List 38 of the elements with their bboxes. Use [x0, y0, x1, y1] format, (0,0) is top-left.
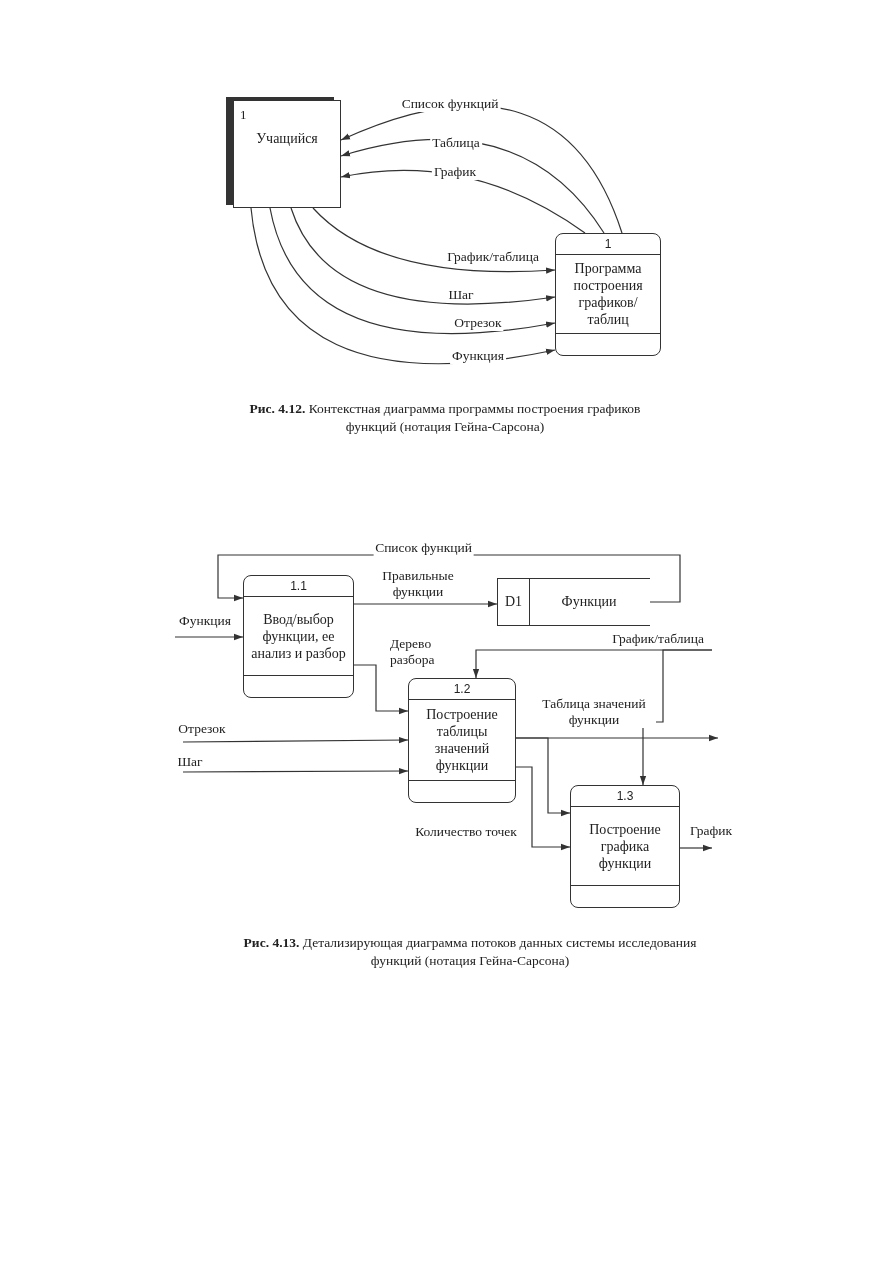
- process-name: Ввод/выбор функции, ее анализ и разбор: [250, 610, 347, 662]
- process-name: Построение графика функции: [588, 820, 662, 872]
- process-box: [570, 785, 680, 908]
- flow-arrow: [353, 600, 498, 608]
- edge-label: График: [687, 823, 735, 839]
- entity-number: 1: [240, 107, 247, 123]
- flow-arrow: [182, 736, 409, 744]
- flow-arrow: [182, 767, 409, 775]
- process-box: [408, 678, 516, 803]
- flow-arrow: [515, 737, 571, 817]
- flow-arrow: [290, 207, 556, 305]
- process-number: 1.2: [409, 679, 515, 700]
- process-name: Программа построения графиков/ таблиц: [572, 260, 644, 328]
- edge-label: Список функций: [373, 540, 474, 556]
- data-store: [497, 578, 650, 626]
- flow-arrow: [353, 664, 409, 715]
- flow-arrow: [639, 649, 713, 786]
- figure-caption: Рис. 4.13. Детализирующая диаграмма потоков данных системы исследования функций (нотация Гейна-Сарсона): [242, 934, 698, 970]
- flow-arrow: [312, 207, 556, 274]
- store-name: Функции: [560, 593, 618, 611]
- process-number: 1.1: [244, 576, 353, 597]
- process-box: [243, 575, 354, 698]
- edge-label: Список функций: [399, 96, 501, 112]
- figure-caption: Рис. 4.12. Контекстная диаграмма программы построения графиков функций (нотация Гейна-Сарсона): [248, 400, 642, 436]
- edge-label: График/таблица: [610, 631, 706, 647]
- flow-arrow: [174, 633, 244, 641]
- edge-label: График/таблица: [445, 249, 541, 265]
- edge-label: Таблица: [430, 135, 482, 151]
- process-box: [555, 233, 661, 356]
- edge-label: График: [431, 164, 479, 180]
- flow-arrow: [269, 207, 556, 335]
- entity-name: Учащийся: [255, 131, 319, 147]
- process-number: 1: [556, 234, 660, 255]
- flow-arrow: [515, 766, 571, 851]
- process-name: Построение таблицы значений функции: [425, 706, 499, 774]
- process-number: 1.3: [571, 786, 679, 807]
- store-id: D1: [497, 579, 530, 625]
- flow-arrow: [679, 844, 713, 852]
